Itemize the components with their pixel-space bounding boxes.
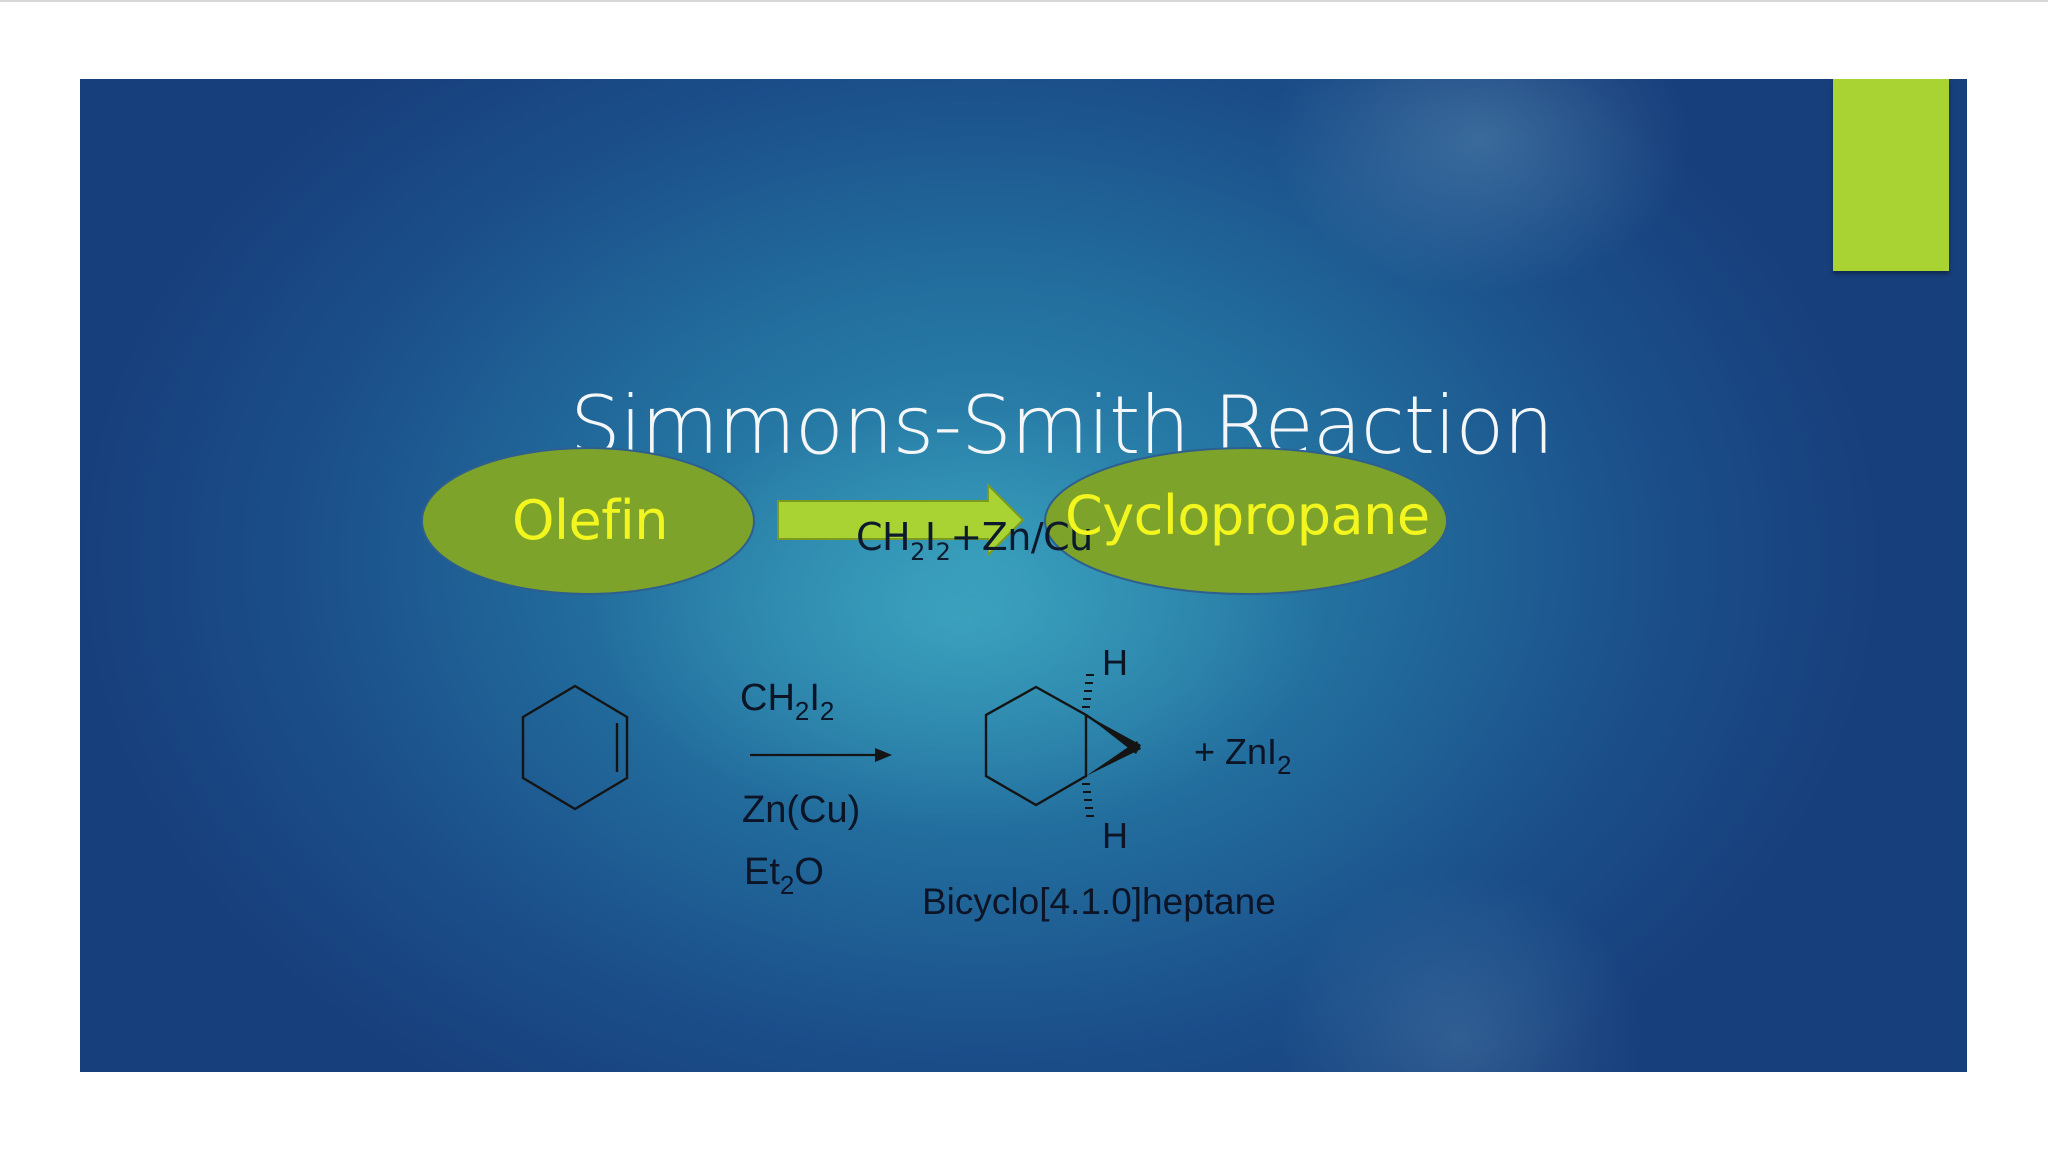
cyclopropane-ring-wedges — [1086, 715, 1141, 776]
reaction-arrow-icon — [777, 482, 1025, 558]
presentation-slide: Simmons-Smith Reaction — [80, 79, 1967, 1072]
scheme-arrow-icon — [750, 748, 892, 762]
product-name-label: Bicyclo[4.1.0]heptane — [922, 881, 1276, 922]
olefin-ellipse — [421, 447, 755, 595]
atom-label-h-top: H — [1102, 642, 1128, 683]
scheme-reagent-top: CH2I2 — [740, 677, 835, 726]
window-top-border — [0, 0, 2048, 2]
cyclopropane-ellipse — [1044, 447, 1448, 595]
cyclopropane-label: Cyclopropane — [1065, 484, 1430, 547]
hashed-bond-top — [1082, 674, 1094, 708]
atom-label-h-bottom: H — [1102, 815, 1128, 856]
bicycloheptane-structure — [984, 685, 1138, 807]
olefin-label: Olefin — [512, 489, 668, 552]
cyclohexene-structure — [521, 684, 629, 811]
scheme-reagent-solvent: Et2O — [744, 851, 824, 900]
hashed-bond-bottom — [1082, 783, 1094, 817]
slide-title: Simmons-Smith Reaction — [570, 379, 1554, 472]
scheme-reagent-catalyst: Zn(Cu) — [742, 789, 861, 831]
reaction-diagram — [421, 447, 1448, 817]
byproduct-label: + ZnI2 — [1194, 731, 1292, 780]
flow-reagent-label: CH2I2+Zn/Cu — [856, 515, 1093, 566]
accent-tab — [1833, 79, 1949, 271]
